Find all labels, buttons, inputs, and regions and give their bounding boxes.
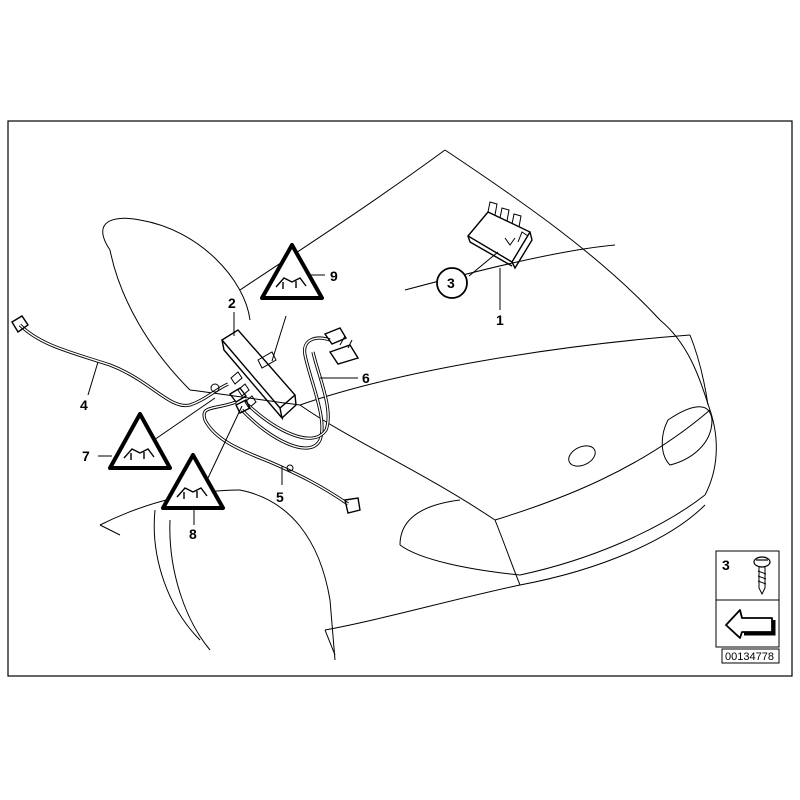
callout-5: 5: [276, 489, 284, 505]
cable-part-5[interactable]: [202, 400, 361, 514]
control-module-part-2[interactable]: [220, 329, 297, 421]
callout-3-circle: [436, 267, 468, 299]
callout-7: 7: [82, 448, 90, 464]
callout-1: 1: [496, 312, 504, 328]
torque-warning-triangle-8: [161, 453, 225, 510]
legend-item-number: 3: [722, 557, 730, 573]
callout-3: 3: [447, 275, 455, 291]
cable-part-6[interactable]: [240, 327, 360, 450]
leader-lines: [87, 274, 358, 525]
screw-icon: [753, 556, 771, 596]
cable-part-4[interactable]: [11, 315, 229, 408]
callout-9: 9: [330, 268, 338, 284]
callout-4: 4: [80, 397, 88, 413]
relay-part-1[interactable]: [466, 201, 533, 270]
torque-warning-triangle-7: [108, 412, 172, 470]
connector-group: [228, 387, 251, 414]
callout-8: 8: [189, 526, 197, 542]
arrow-icon: [725, 609, 776, 639]
legend-panel: 3 00134778: [715, 550, 780, 664]
torque-warning-triangle-9: [260, 243, 324, 300]
diagram-frame: [7, 120, 793, 677]
callout-2: 2: [228, 295, 236, 311]
reference-number: 00134778: [725, 651, 774, 663]
callout-6: 6: [362, 370, 370, 386]
